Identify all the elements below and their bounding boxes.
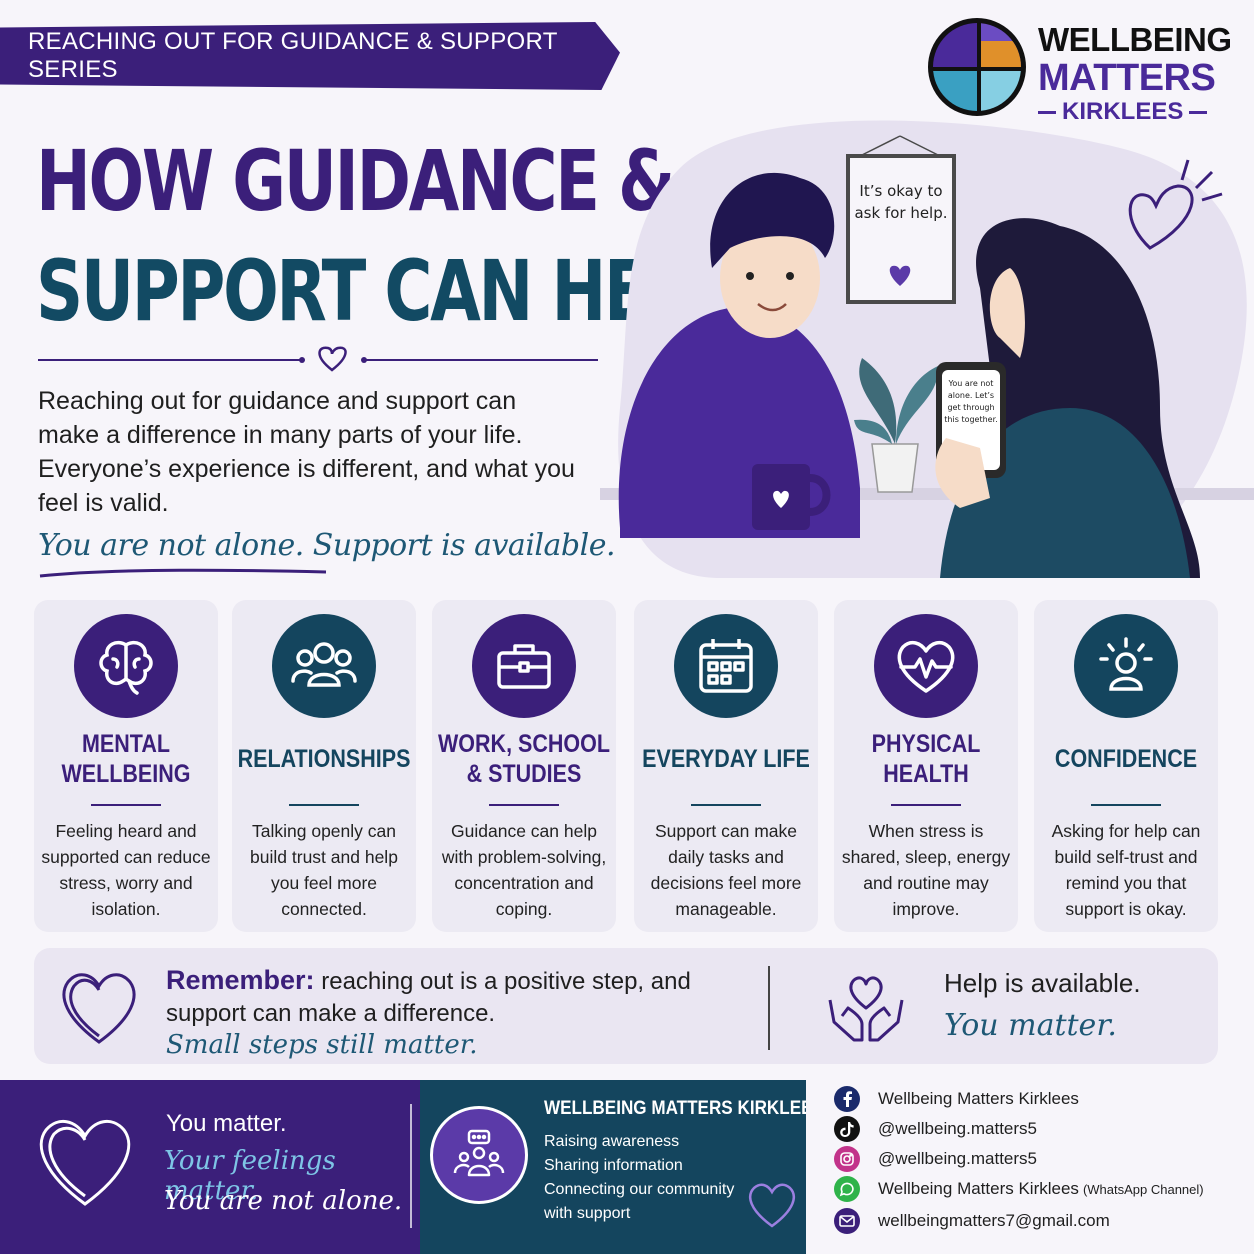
card-title: PHYSICAL HEALTH	[871, 730, 981, 788]
heart-icon	[62, 973, 136, 1044]
footer-socials: Wellbeing Matters Kirklees @wellbeing.ma…	[806, 1080, 1254, 1254]
community-chat-icon	[430, 1106, 528, 1204]
remember-panel: Remember: reaching out is a positive ste…	[34, 948, 1218, 1064]
benefit-cards: MENTAL WELLBEING Feeling heard and suppo…	[34, 600, 1218, 932]
social-whatsapp[interactable]: Wellbeing Matters Kirklees(WhatsApp Chan…	[834, 1176, 1204, 1202]
remember-small-steps: Small steps still matter.	[166, 1030, 478, 1060]
logo: WELLBEING MATTERS KIRKLEES	[928, 18, 1232, 128]
remember-text: Remember: reaching out is a positive ste…	[166, 965, 691, 1027]
social-facebook[interactable]: Wellbeing Matters Kirklees	[834, 1086, 1079, 1112]
tiktok-icon	[834, 1116, 860, 1142]
footer-line1: You matter.	[166, 1110, 287, 1137]
footer-about: WELLBEING MATTERS KIRKLEES Raising aware…	[420, 1080, 824, 1254]
card-work-school-studies: WORK, SCHOOL & STUDIES Guidance can help…	[432, 600, 616, 932]
person-shine-icon	[1074, 614, 1178, 718]
footer-org-list: Raising awareness Sharing information Co…	[544, 1133, 735, 1222]
logo-mark-icon	[928, 18, 1026, 116]
card-relationships: RELATIONSHIPS Talking openly can build t…	[232, 600, 416, 932]
card-text: Guidance can help with problem-solving, …	[441, 821, 607, 919]
intro-paragraph: Reaching out for guidance and support ca…	[38, 387, 575, 517]
card-mental-wellbeing: MENTAL WELLBEING Feeling heard and suppo…	[34, 600, 218, 932]
social-instagram[interactable]: @wellbeing.matters5	[834, 1146, 1037, 1172]
briefcase-icon	[472, 614, 576, 718]
card-physical-health: PHYSICAL HEALTH When stress is shared, s…	[834, 600, 1018, 932]
social-tiktok[interactable]: @wellbeing.matters5	[834, 1116, 1037, 1142]
card-title: RELATIONSHIPS	[237, 745, 411, 773]
series-banner: REACHING OUT FOR GUIDANCE & SUPPORT SERI…	[0, 22, 620, 90]
logo-line1: WELLBEING	[1038, 21, 1232, 58]
logo-line3: KIRKLEES	[1038, 98, 1231, 126]
heart-pulse-icon	[874, 614, 978, 718]
footer-affirmations: You matter. Your feelings matter. You ar…	[0, 1080, 420, 1254]
footer-line3: You are not alone.	[164, 1186, 403, 1216]
heart-divider	[38, 346, 598, 372]
card-title: MENTAL WELLBEING	[61, 730, 191, 788]
card-text: Talking openly can build trust and help …	[250, 821, 398, 919]
intro-tagline: You are not alone. Support is available.	[38, 528, 615, 563]
page-title-line1: HOW GUIDANCE &	[36, 132, 675, 230]
brain-icon	[74, 614, 178, 718]
social-email[interactable]: wellbeingmatters7@gmail.com	[834, 1208, 1110, 1234]
card-text: Support can make daily tasks and decisio…	[650, 821, 802, 919]
logo-line2: MATTERS	[1038, 57, 1216, 99]
card-text: Asking for help can build self-trust and…	[1051, 821, 1201, 919]
you-matter-text: You matter.	[944, 1008, 1117, 1043]
heart-icon	[39, 1120, 131, 1206]
help-available-text: Help is available.	[944, 968, 1141, 998]
instagram-icon	[834, 1146, 860, 1172]
email-icon	[834, 1208, 860, 1234]
calendar-icon	[674, 614, 778, 718]
series-banner-text: REACHING OUT FOR GUIDANCE & SUPPORT SERI…	[28, 28, 558, 83]
footer-org-title: WELLBEING MATTERS KIRKLEES	[544, 1098, 824, 1119]
card-title: CONFIDENCE	[1054, 745, 1198, 773]
tagline-underline	[39, 568, 327, 578]
card-title: EVERYDAY LIFE	[642, 745, 810, 773]
poster-text: It’s okay to ask for help.	[854, 182, 948, 222]
support-illustration: It’s okay to ask for help. You are not a…	[600, 120, 1254, 578]
card-title: WORK, SCHOOL & STUDIES	[438, 730, 610, 788]
whatsapp-icon	[834, 1176, 860, 1202]
card-text: When stress is shared, sleep, energy and…	[841, 821, 1011, 919]
hands-heart-icon	[828, 976, 904, 1042]
people-group-icon	[272, 614, 376, 718]
phone-message: You are not alone. Let’s get through thi…	[944, 379, 998, 424]
card-text: Feeling heard and supported can reduce s…	[41, 821, 211, 919]
card-everyday-life: EVERYDAY LIFE Support can make daily tas…	[634, 600, 818, 932]
facebook-icon	[834, 1086, 860, 1112]
heart-icon	[749, 1183, 795, 1228]
card-confidence: CONFIDENCE Asking for help can build sel…	[1034, 600, 1218, 932]
footer-line2: Your feelings matter.	[164, 1146, 336, 1206]
